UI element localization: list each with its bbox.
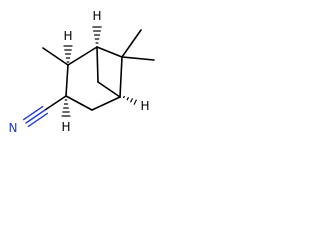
bond-c4-c3 (65, 95, 93, 111)
bond-c1-c6 (96, 46, 123, 58)
bond-c3-cn (44, 95, 67, 111)
structure-diagram: H H H H N (9, 9, 155, 135)
hashed-wedge-c2-h (63, 45, 73, 63)
bond-c2-c3 (65, 64, 69, 97)
hydrogen-label-c5: H (140, 99, 149, 113)
nitrogen-label: N (9, 121, 18, 135)
hydrogen-label-c1: H (92, 9, 101, 23)
hashed-wedge-c1-h (92, 26, 102, 44)
bond-c7-c5 (97, 81, 121, 98)
bond-c5-c4 (91, 96, 121, 111)
bond-c2-methyl (42, 47, 69, 66)
hydrogen-label-c2: H (63, 29, 72, 43)
hashed-wedge-c5-h (122, 95, 138, 105)
bond-c2-c1 (67, 46, 98, 66)
bond-c6-methyl-a (121, 29, 142, 58)
triple-bond-line-3 (27, 112, 48, 128)
bond-c6-methyl-b (121, 56, 155, 61)
bond-c1-c7 (96, 46, 99, 83)
triple-bond-line-1 (25, 109, 46, 124)
triple-bond-line-2 (23, 105, 44, 121)
hydrogen-label-c3: H (61, 120, 70, 134)
bond-c6-c5 (119, 56, 123, 98)
hashed-wedge-c3-h (61, 99, 71, 117)
